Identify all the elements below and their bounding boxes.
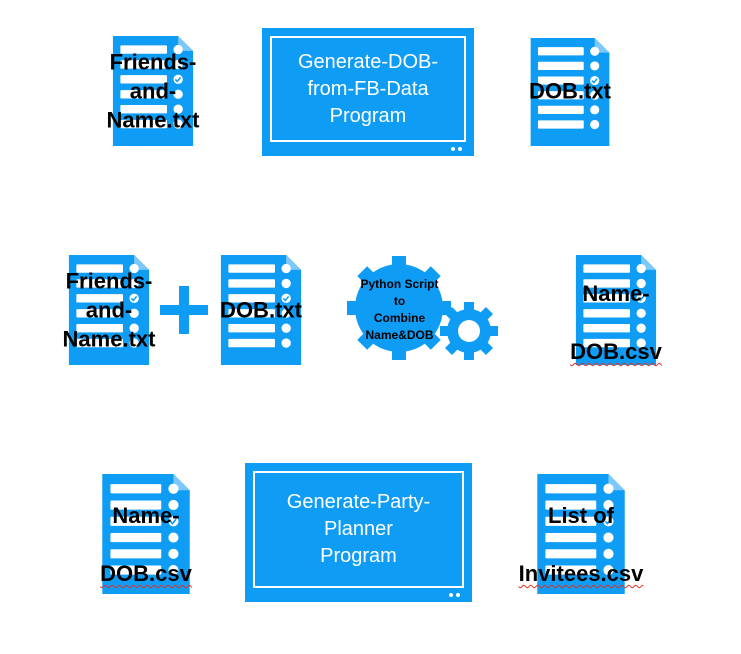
file-label: List of Invitees.csv xyxy=(519,472,644,588)
file-label-line2: DOB.csv xyxy=(570,339,662,364)
file-label: Name- DOB.csv xyxy=(570,250,662,366)
program-generate-party-planner: Generate-Party- Planner Program xyxy=(245,463,472,602)
file-dob-row1: DOB.txt xyxy=(527,38,613,146)
dots-icon xyxy=(451,147,462,151)
script-label: Python Script to Combine Name&DOB xyxy=(360,277,439,342)
gears-icon xyxy=(347,256,498,360)
file-dob-row2: DOB.txt xyxy=(218,255,304,365)
file-name-dob-row2: Name- DOB.csv xyxy=(570,255,662,365)
file-friends-and-name-row2: Friends- and- Name.txt xyxy=(63,255,155,365)
file-label: Friends- and- Name.txt xyxy=(106,49,200,133)
file-label-line2: DOB.csv xyxy=(100,561,192,586)
monitor-screen: Generate-Party- Planner Program xyxy=(253,471,464,588)
file-label-line2: Invitees.csv xyxy=(518,561,644,586)
program-label: Generate-Party- Planner Program xyxy=(286,491,431,567)
file-label: DOB.txt xyxy=(220,297,302,323)
file-label-line1: Name- xyxy=(112,503,180,528)
file-label: DOB.txt xyxy=(529,78,611,104)
program-generate-dob: Generate-DOB- from-FB-Data Program xyxy=(262,28,474,156)
file-friends-and-name-row1: Friends- and- Name.txt xyxy=(107,36,199,146)
monitor-icon xyxy=(245,463,472,602)
program-label: Generate-DOB- from-FB-Data Program xyxy=(297,50,439,127)
file-label-line1: List of xyxy=(548,503,614,528)
file-label: Friends- and- Name.txt xyxy=(62,268,156,352)
plus-icon xyxy=(160,286,208,334)
file-label: Name- DOB.csv xyxy=(100,472,192,588)
file-list-of-invitees: List of Invitees.csv xyxy=(519,474,643,594)
file-name-dob-row3: Name- DOB.csv xyxy=(100,474,192,594)
file-label-line1: Name- xyxy=(582,281,650,306)
monitor-screen: Generate-DOB- from-FB-Data Program xyxy=(270,36,466,142)
python-script-gears: Python Script to Combine Name&DOB xyxy=(347,256,499,360)
dots-icon xyxy=(449,593,460,597)
monitor-icon xyxy=(262,28,474,156)
